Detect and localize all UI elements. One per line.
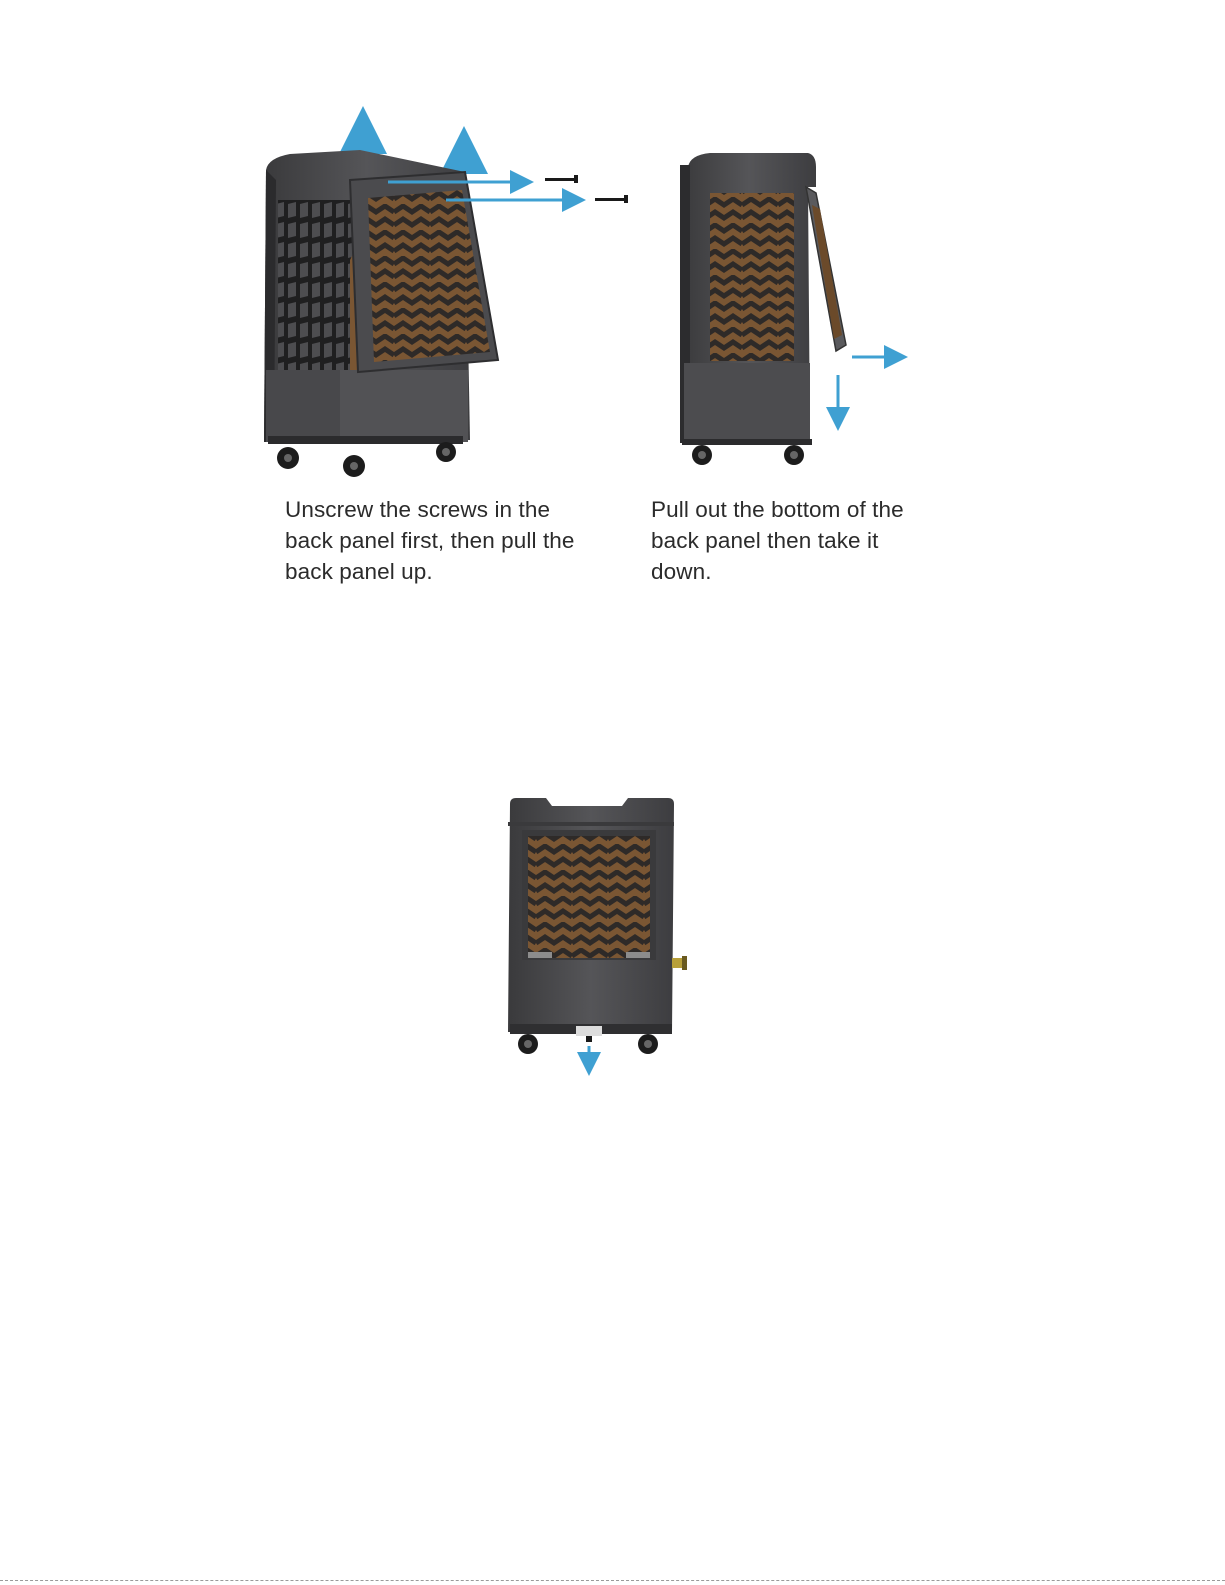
caption-line: down.	[651, 556, 904, 587]
cooler-perspective-back-panel-lifted	[250, 100, 650, 480]
caption-line: back panel first, then pull the	[285, 525, 575, 556]
cooler-rear-drain-plug	[500, 792, 700, 1077]
step-left-caption: Unscrew the screws in the back panel fir…	[285, 494, 575, 587]
caption-line: Pull out the bottom of the	[651, 494, 904, 525]
cooler-illustration-icon	[500, 792, 700, 1077]
cooler-illustration-icon	[670, 145, 930, 475]
caption-line: back panel then take it	[651, 525, 904, 556]
caption-line: Unscrew the screws in the	[285, 494, 575, 525]
page-bottom-rule	[0, 1580, 1225, 1581]
cooler-side-back-panel-removed	[670, 145, 930, 475]
step-right-caption: Pull out the bottom of the back panel th…	[651, 494, 904, 587]
caption-line: back panel up.	[285, 556, 575, 587]
cooler-illustration-icon	[250, 100, 650, 480]
